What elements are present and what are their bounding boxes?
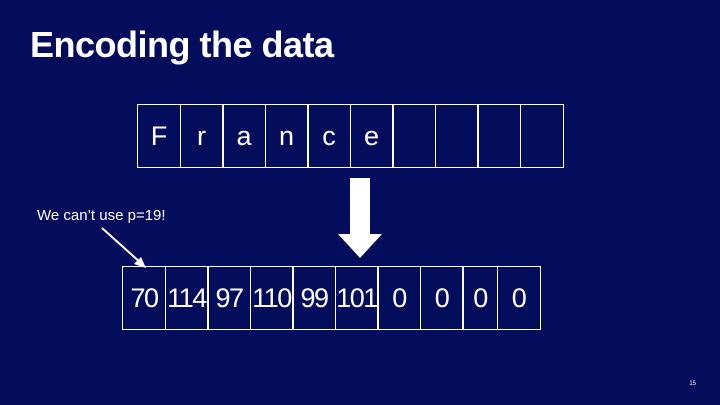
char-cell-empty (477, 104, 521, 168)
char-cell: c (307, 104, 351, 168)
char-cell: r (179, 104, 224, 168)
char-cell-empty (519, 104, 564, 168)
code-cell: 101 (334, 266, 379, 330)
code-cell: 0 (419, 266, 464, 330)
annotation-text: We can’t use p=19! (37, 207, 166, 224)
char-cell-empty (392, 104, 436, 168)
char-cell-empty (434, 104, 479, 168)
page-number: 15 (689, 381, 696, 387)
code-cell: 114 (164, 266, 209, 330)
code-cell: 70 (122, 266, 166, 330)
slide-title: Encoding the data (30, 24, 334, 65)
down-arrow-icon (338, 178, 382, 258)
code-cells: 70 114 97 110 99 101 0 0 0 0 (122, 266, 541, 330)
character-cells: F r a n c e (137, 104, 564, 168)
code-cell: 99 (292, 266, 336, 330)
pointer-arrow-icon (101, 227, 146, 268)
code-cell: 97 (207, 266, 251, 330)
code-cell: 0 (377, 266, 421, 330)
code-cell: 110 (249, 266, 294, 330)
code-cell: 0 (496, 266, 541, 330)
code-cell: 0 (462, 266, 498, 330)
char-cell: F (137, 104, 181, 168)
char-cell: n (264, 104, 309, 168)
char-cell: a (222, 104, 266, 168)
char-cell: e (349, 104, 394, 168)
